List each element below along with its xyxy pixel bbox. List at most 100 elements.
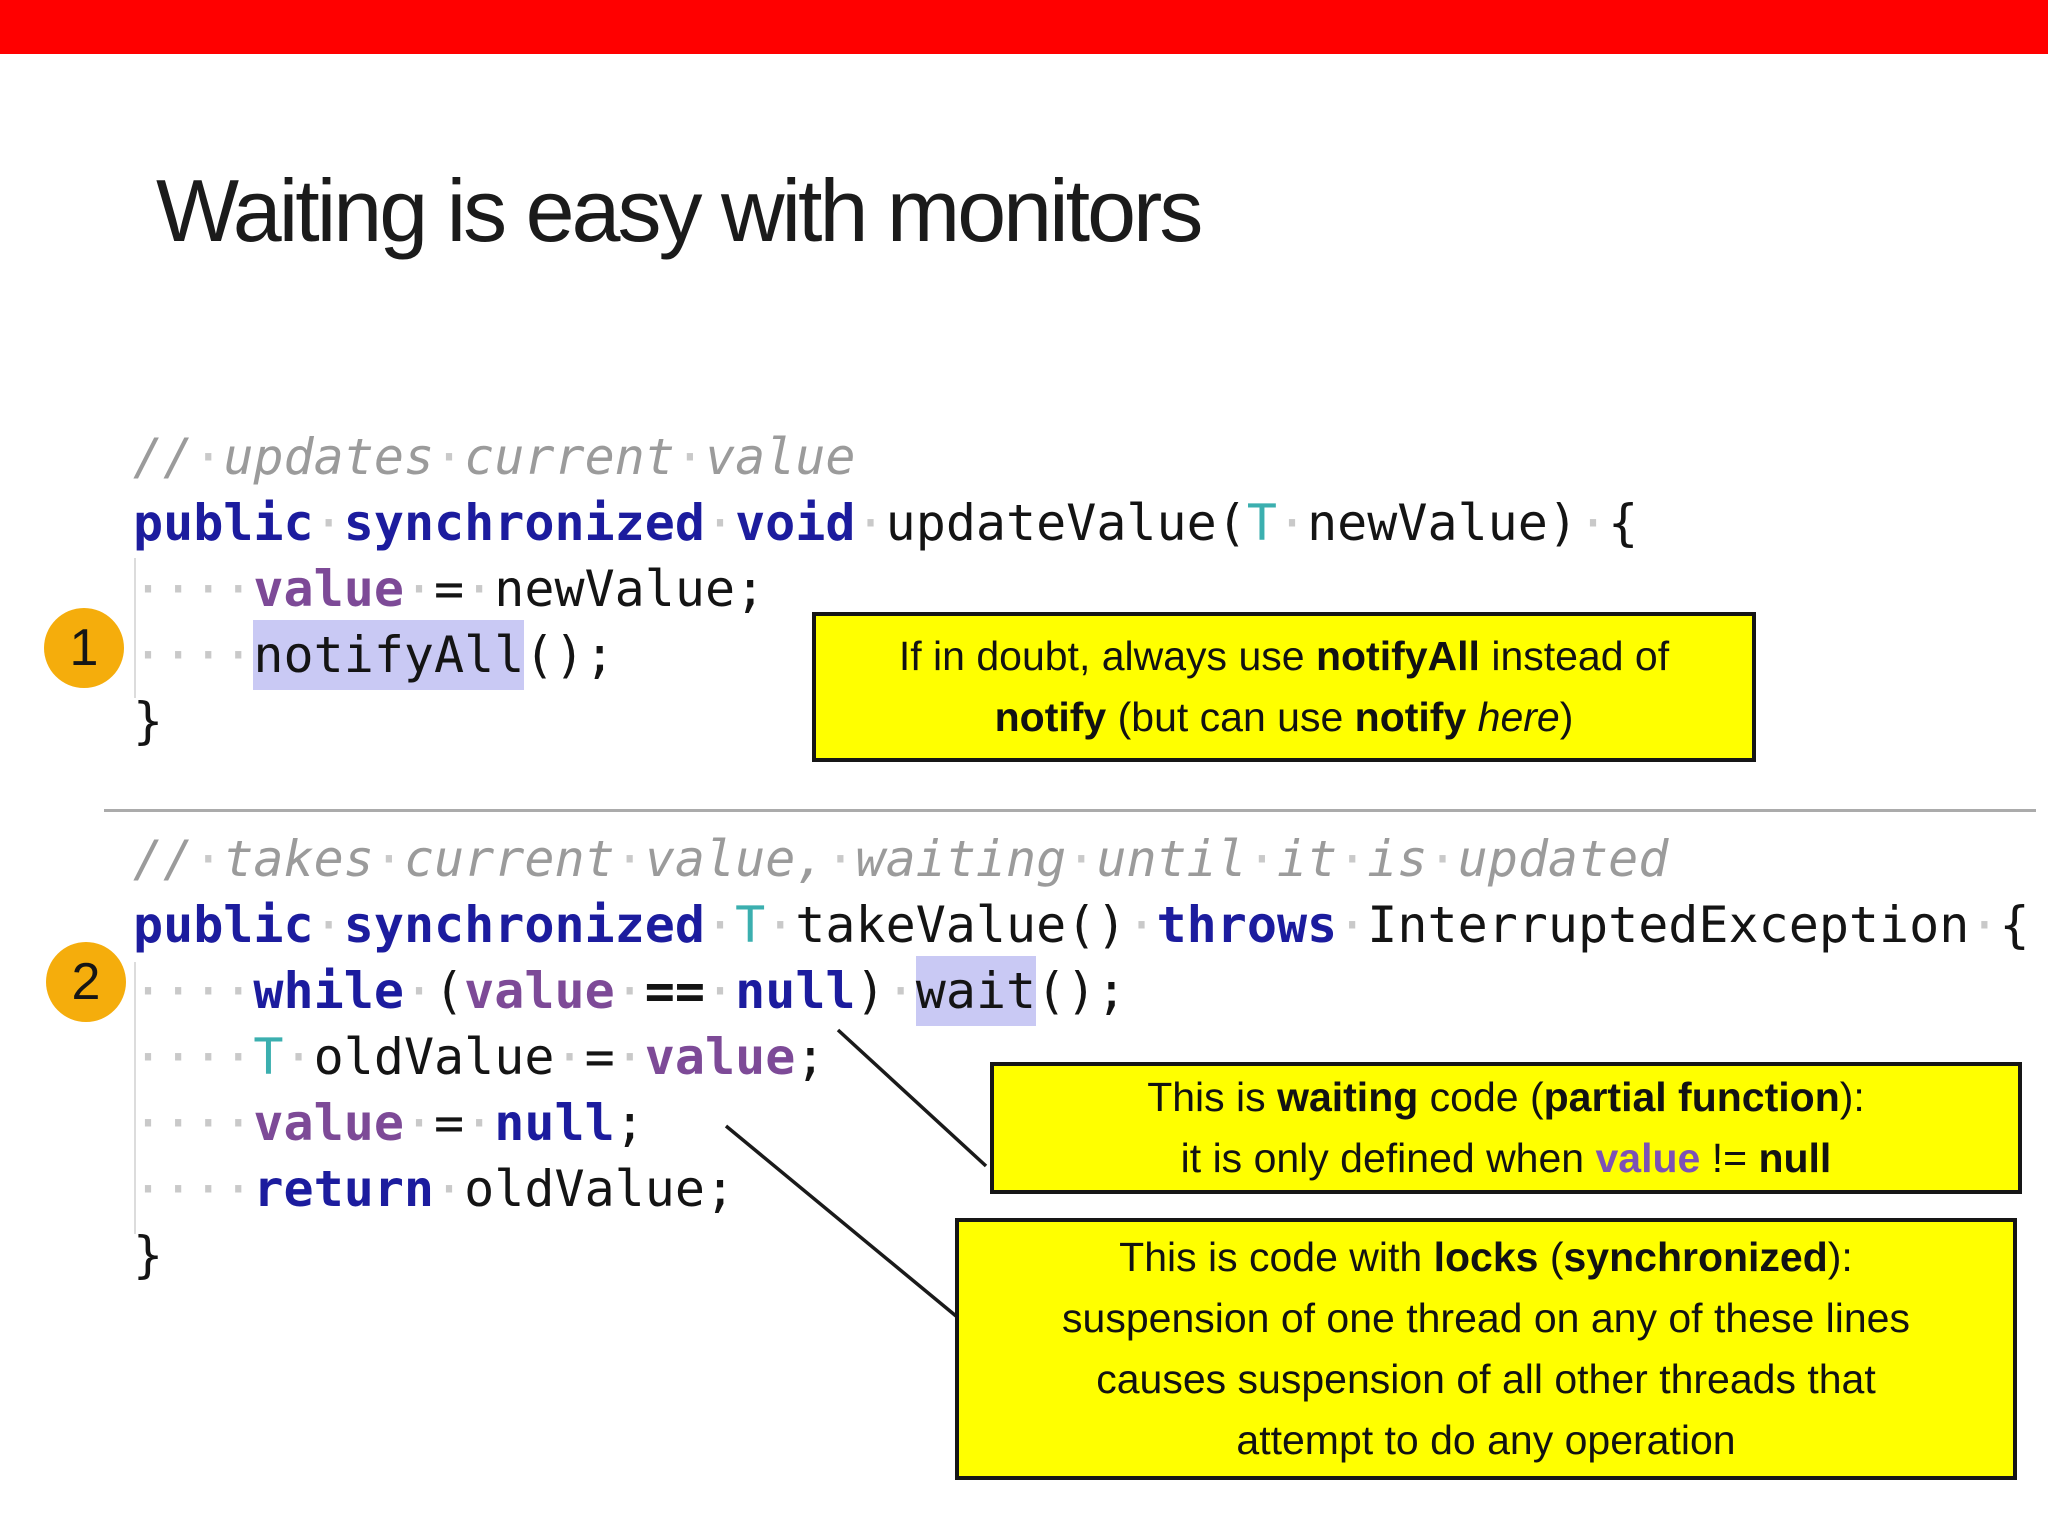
top-red-bar [0, 0, 2048, 54]
text-run: ···· [133, 1028, 254, 1086]
text-run: · [313, 896, 344, 954]
text-run: updateValue( [885, 494, 1247, 552]
text-run: while [253, 962, 404, 1020]
text-run: · [193, 830, 224, 888]
text-run: attempt to do any operation [1236, 1417, 1736, 1463]
text-run: T [735, 896, 766, 954]
text-run: newValue; [494, 560, 766, 618]
text-run: takes [223, 830, 374, 888]
text-run: · [855, 494, 886, 552]
text-run: current [403, 830, 615, 888]
text-run: · [313, 494, 344, 552]
text-line: If in doubt, always use notifyAll instea… [816, 626, 1752, 687]
text-run: ) [1559, 694, 1574, 740]
text-run: ···· [133, 560, 254, 618]
text-run: This is code with [1119, 1234, 1434, 1280]
text-run: T [253, 1028, 284, 1086]
highlighted-token: notifyAll [253, 626, 525, 684]
text-run: null [494, 1094, 615, 1152]
text-line: This is code with locks (synchronized): [959, 1227, 2013, 1288]
text-run: = [434, 1094, 465, 1152]
text-run: ): [1827, 1234, 1853, 1280]
text-run: T [1246, 494, 1277, 552]
text-run: (but can use [1106, 694, 1355, 740]
text-run: synchronized [1563, 1234, 1828, 1280]
code-block-take-value: //·takes·current·value,·waiting·until·it… [133, 826, 2030, 1288]
text-run: void [735, 494, 856, 552]
text-run: · [704, 494, 736, 552]
text-run: · [1246, 830, 1277, 888]
text-run: · [1276, 494, 1308, 552]
step-badge-1: 1 [44, 608, 124, 688]
text-line: attempt to do any operation [959, 1410, 2013, 1471]
text-run: synchronized [343, 494, 705, 552]
text-run: value, [644, 830, 826, 888]
text-run: · [464, 560, 495, 618]
text-line: suspension of one thread on any of these… [959, 1288, 2013, 1349]
text-line: ····notifyAll(); [133, 622, 1638, 688]
text-run: If in doubt, always use [898, 633, 1316, 679]
text-run: suspension of one thread on any of these… [1062, 1295, 1910, 1341]
text-line: ····value·=·null; [133, 1090, 2030, 1156]
text-run: · [1126, 896, 1157, 954]
step-badge-2: 2 [46, 942, 126, 1022]
text-run: · [705, 962, 736, 1020]
text-run: public [133, 896, 314, 954]
text-line: //·takes·current·value,·waiting·until·it… [133, 826, 2030, 892]
text-run: value [644, 1028, 796, 1086]
slide-title: Waiting is easy with monitors [156, 161, 1203, 260]
text-line: ····value·=·newValue; [133, 556, 1638, 622]
callout-locks: This is code with locks (synchronized):s… [955, 1218, 2017, 1480]
text-run: takeValue() [795, 896, 1127, 954]
text-run: ): [1839, 1074, 1865, 1120]
text-run: ( [434, 962, 465, 1020]
text-run: · [1337, 896, 1368, 954]
text-run: · [1066, 830, 1097, 888]
text-run: · [674, 428, 705, 486]
text-run: ( [1538, 1234, 1564, 1280]
text-run: partial function [1543, 1074, 1840, 1120]
text-run: newValue) [1307, 494, 1578, 552]
indent-guide [134, 558, 136, 698]
text-run: waiting [1277, 1074, 1419, 1120]
text-run: value [253, 1094, 404, 1152]
text-run: causes suspension of all other threads t… [1096, 1356, 1876, 1402]
text-run: · [1578, 494, 1609, 552]
text-run: (); [1036, 962, 1127, 1020]
text-run: synchronized [343, 896, 705, 954]
text-run: is [1367, 830, 1428, 888]
text-run: = [584, 1028, 615, 1086]
text-run: · [403, 962, 435, 1020]
text-run: { [1608, 494, 1639, 552]
text-run: null [1758, 1135, 1832, 1181]
text-line: ····return·oldValue; [133, 1156, 2030, 1222]
text-run: until [1096, 830, 1247, 888]
text-run: · [1337, 830, 1368, 888]
text-run: // [133, 428, 194, 486]
text-run: ; [795, 1028, 826, 1086]
text-run: · [704, 896, 736, 954]
text-line: it is only defined when value != null [994, 1128, 2018, 1189]
text-run: value [704, 428, 856, 486]
text-run: == [644, 962, 705, 1020]
text-run: } [133, 692, 164, 750]
text-run: notifyAll [1315, 633, 1480, 679]
text-line: public·synchronized·T·takeValue()·throws… [133, 892, 2030, 958]
text-run: != [1700, 1135, 1759, 1181]
text-run: throws [1156, 896, 1338, 954]
text-run: · [554, 1028, 585, 1086]
text-run: null [735, 962, 856, 1020]
text-run: { [1999, 896, 2030, 954]
text-run: · [765, 896, 796, 954]
text-run: ···· [133, 1160, 254, 1218]
text-line: This is waiting code (partial function): [994, 1067, 2018, 1128]
text-run: here [1477, 694, 1560, 740]
text-line: } [133, 1222, 2030, 1288]
text-run [1466, 694, 1477, 740]
text-line: ····while·(value·==·null)·wait(); [133, 958, 2030, 1024]
text-run: · [614, 1028, 645, 1086]
text-run: ···· [133, 1094, 254, 1152]
text-run: code ( [1418, 1074, 1544, 1120]
text-run: · [403, 560, 435, 618]
